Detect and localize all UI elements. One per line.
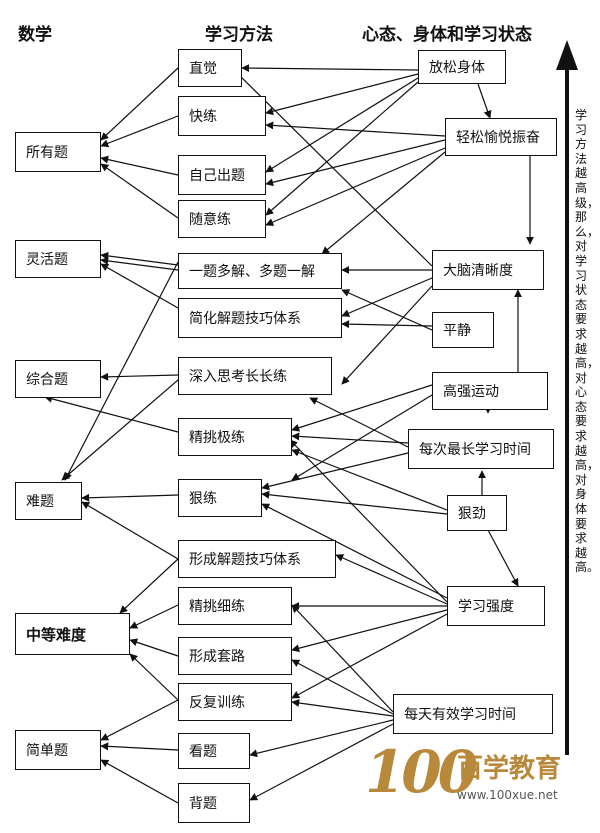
arrow bbox=[487, 529, 519, 587]
arrow bbox=[265, 139, 446, 187]
arrow bbox=[129, 604, 179, 629]
method-column-header: 学习方法 bbox=[205, 25, 273, 45]
arrow bbox=[341, 320, 433, 329]
state-vigor: 狠劲 bbox=[447, 495, 507, 531]
big-up-arrow-head bbox=[556, 40, 578, 70]
arrow bbox=[291, 609, 448, 653]
arrow bbox=[100, 163, 179, 219]
arrow bbox=[100, 67, 179, 141]
arrow bbox=[44, 394, 179, 433]
arrow bbox=[100, 742, 179, 751]
method-self-made-questions: 自己出题 bbox=[178, 155, 266, 195]
arrow bbox=[341, 277, 433, 317]
method-recite-questions: 背题 bbox=[178, 783, 250, 823]
arrow bbox=[261, 452, 409, 491]
state-study-intensity: 学习强度 bbox=[447, 586, 545, 626]
arrow bbox=[241, 64, 419, 73]
state-intense-sport: 高强运动 bbox=[432, 372, 548, 410]
arrow bbox=[321, 151, 446, 255]
arrow bbox=[309, 397, 409, 448]
arrow bbox=[129, 653, 179, 701]
math-medium-questions: 中等难度 bbox=[15, 613, 130, 655]
arrow bbox=[100, 251, 179, 266]
method-form-routine: 形成套路 bbox=[178, 637, 292, 675]
logo-name: 百学教育 bbox=[457, 754, 562, 784]
arrow bbox=[261, 490, 448, 515]
arrow bbox=[289, 439, 448, 603]
math-hard-questions: 难题 bbox=[15, 482, 82, 520]
arrow bbox=[341, 289, 433, 331]
arrow bbox=[81, 501, 179, 560]
arrow bbox=[100, 759, 179, 804]
arrow bbox=[100, 256, 179, 271]
arrow bbox=[81, 493, 179, 502]
state-daily-effective-time: 每天有效学习时间 bbox=[393, 694, 553, 734]
math-flexible-questions: 灵活题 bbox=[15, 240, 101, 278]
method-intuition: 直觉 bbox=[178, 49, 242, 87]
arrow bbox=[100, 115, 179, 148]
math-comprehensive-questions: 综合题 bbox=[15, 360, 101, 398]
arrow bbox=[265, 73, 419, 116]
arrow bbox=[261, 503, 448, 599]
arrow bbox=[291, 384, 433, 432]
state-column-header: 心态、身体和学习状态 bbox=[362, 25, 532, 45]
arrow bbox=[291, 604, 394, 713]
method-deep-thinking: 深入思考长长练 bbox=[178, 357, 332, 395]
arrow bbox=[265, 81, 419, 216]
math-column-header: 数学 bbox=[18, 25, 52, 45]
method-random-practice: 随意练 bbox=[178, 200, 266, 238]
math-simple-questions: 简单题 bbox=[15, 730, 101, 770]
arrow bbox=[64, 261, 179, 481]
arrow bbox=[249, 719, 394, 758]
arrow bbox=[61, 379, 179, 481]
state-relax-body: 放松身体 bbox=[418, 50, 506, 84]
arrow bbox=[265, 147, 446, 226]
logo-url: www.100xue.net bbox=[457, 788, 558, 802]
arrow bbox=[249, 723, 394, 801]
method-simplify-system: 简化解题技巧体系 bbox=[178, 298, 342, 338]
brand-logo: 100 百学教育 www.100xue.net bbox=[365, 738, 565, 818]
arrow bbox=[265, 77, 419, 173]
math-all-questions: 所有题 bbox=[15, 132, 101, 172]
arrow bbox=[291, 659, 394, 715]
arrow bbox=[341, 285, 433, 385]
arrow bbox=[100, 155, 179, 176]
method-multi-solution: 一题多解、多题一解 bbox=[178, 253, 342, 289]
arrow bbox=[100, 699, 179, 741]
arrow bbox=[119, 558, 179, 614]
arrow bbox=[335, 554, 448, 605]
method-fast-practice: 快练 bbox=[178, 96, 266, 136]
state-easy-cheerful: 轻松愉悦振奋 bbox=[445, 118, 557, 156]
arrow bbox=[291, 432, 409, 444]
method-repeat-training: 反复训练 bbox=[178, 683, 292, 721]
arrow bbox=[291, 613, 448, 699]
arrow bbox=[265, 121, 446, 137]
side-note: 学习方法越高级，那么，对学习状态要求越高，对心态要求越高，对身体要求越高。 bbox=[575, 108, 600, 575]
method-read-questions: 看题 bbox=[178, 733, 250, 769]
arrow bbox=[477, 83, 492, 119]
arrow bbox=[291, 448, 448, 511]
state-calm: 平静 bbox=[432, 312, 494, 348]
state-longest-study-time: 每次最长学习时间 bbox=[408, 429, 554, 469]
arrow bbox=[291, 699, 394, 717]
method-fierce-practice: 狠练 bbox=[178, 479, 262, 517]
method-pick-fine: 精挑细练 bbox=[178, 587, 292, 625]
method-form-system: 形成解题技巧体系 bbox=[178, 540, 336, 578]
arrow bbox=[100, 263, 179, 309]
arrow bbox=[100, 372, 179, 381]
method-pick-extreme: 精挑极练 bbox=[178, 418, 292, 456]
logo-number: 100 bbox=[365, 738, 478, 806]
state-brain-clarity: 大脑清晰度 bbox=[432, 250, 544, 290]
arrow bbox=[129, 638, 179, 657]
